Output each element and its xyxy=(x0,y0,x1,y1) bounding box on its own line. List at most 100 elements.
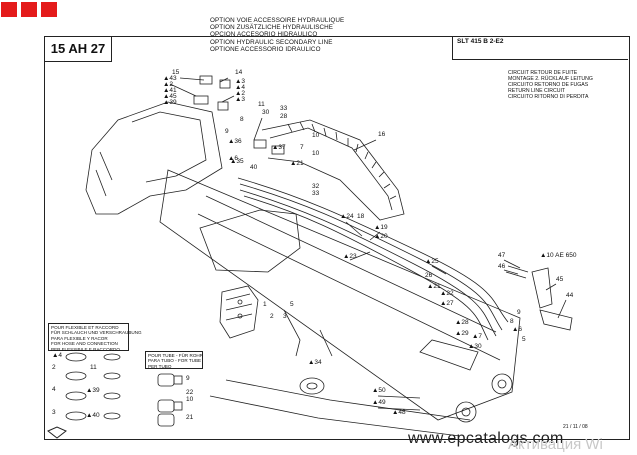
part-callout: ▲30 xyxy=(468,343,482,350)
note-line: CIRCUIT RETOUR DE FUITE xyxy=(508,70,578,76)
return-circuit-note: CIRCUIT RETOUR DE FUITE MONTAGE 2. RÜCKL… xyxy=(508,70,593,100)
part-callout: 2 xyxy=(270,313,274,320)
part-callout: 8 xyxy=(240,116,244,123)
part-callout: ▲27 xyxy=(440,300,454,307)
part-callout: ▲3 xyxy=(235,96,245,103)
part-callout: 1 xyxy=(263,301,267,308)
note-line: CIRCUITO RETORNO DE FUGAS xyxy=(508,82,589,89)
part-callout: ▲2 xyxy=(163,81,173,88)
part-callout: 3 xyxy=(52,409,56,416)
part-callout: ▲3 xyxy=(235,78,245,85)
part-callout: ▲4 xyxy=(52,352,62,359)
title-line: OPTIONE ACCESSORIO IDRAULICO xyxy=(210,45,321,53)
part-callout: 11 xyxy=(258,101,265,108)
part-callout: 10 xyxy=(312,132,320,139)
part-callout: ▲50 xyxy=(372,387,386,394)
part-callout: ▲2 xyxy=(235,90,245,97)
legend-line: POUR FLEXIBLE ET RACCORD xyxy=(51,325,119,330)
part-callout: 30 xyxy=(262,109,270,116)
title-line: OPTION HYDRAULIC SECONDARY LINE xyxy=(210,38,333,46)
part-callout: 11 xyxy=(90,364,97,371)
legend-line: PARA FLEXIBLE Y RACOR xyxy=(51,335,108,341)
note-line: RETURN LINE CIRCUIT xyxy=(508,88,566,95)
note-line: CIRCUITO RITORNO DI PERDITA xyxy=(508,94,589,101)
part-callout: ▲19 xyxy=(374,224,388,231)
part-callout: 18 xyxy=(357,213,365,220)
part-callout: 10 xyxy=(312,150,320,157)
diamond-arrow-icon[interactable] xyxy=(47,426,67,439)
part-callout: 2 xyxy=(52,364,56,371)
part-callout: ▲21 xyxy=(290,160,304,167)
part-callout: 9 xyxy=(517,309,521,316)
watermark-text: www.epcatalogs.com xyxy=(408,430,564,447)
part-callout: 21 xyxy=(186,414,194,421)
part-callout: 15 xyxy=(172,69,180,76)
model-label: SLT 415 B 2-E2 xyxy=(452,36,628,60)
part-callout: ▲45 xyxy=(163,93,177,100)
part-callout: 28 xyxy=(280,113,288,120)
header-divider xyxy=(112,36,452,37)
part-callout: 40 xyxy=(250,164,258,171)
part-callout: 8 xyxy=(510,318,514,325)
part-callout: 14 xyxy=(235,69,243,76)
tube-legend: POUR TUBE - FÜR ROHR PARA TUBO - FOR TUB… xyxy=(145,351,203,369)
part-callout: ▲6 xyxy=(512,326,522,333)
title-line: OPTION ZUSÄTZLICHE HYDRAULISCHE xyxy=(210,24,334,32)
part-callout: ▲43 xyxy=(163,75,177,82)
part-callout: 10 xyxy=(186,396,194,403)
page-code: 15 AH 27 xyxy=(44,36,112,62)
part-callout: ▲34 xyxy=(308,359,322,366)
legend-line: POUR TUBE - FÜR ROHR xyxy=(148,353,204,358)
part-callout: ▲4 xyxy=(235,84,245,91)
logo-square-3 xyxy=(41,2,57,17)
part-callout: 47 xyxy=(498,252,506,259)
title-line: OPTION VOIE ACCESSOIRE HYDRAULIQUE xyxy=(210,17,345,24)
part-callout: 46 xyxy=(498,263,506,270)
part-callout: ▲29 xyxy=(455,330,469,337)
part-callout: 4 xyxy=(52,386,56,393)
legend-line: FÜR SCHLAUCH UND VERSCHRAUBUNG xyxy=(51,330,142,336)
part-callout: ▲21 xyxy=(427,283,441,290)
part-callout: ▲40 xyxy=(86,412,100,419)
part-callout: 33 xyxy=(312,190,320,197)
part-callout: ▲39 xyxy=(86,387,100,394)
activation-notice: Активация Wi xyxy=(508,436,603,453)
part-callout: 16 xyxy=(378,131,386,138)
legend-line: PARA TUBO - FOR TUBE xyxy=(148,358,202,364)
part-callout: ▲48 xyxy=(392,409,406,416)
part-callout: ▲35 xyxy=(230,158,244,165)
part-callout: ▲24 xyxy=(340,213,354,220)
part-callout: ▲41 xyxy=(163,87,177,94)
logo-square-2 xyxy=(21,2,37,17)
title-line: OPCION ACCESORIO HIDRAULICO xyxy=(210,31,318,39)
part-callout: ▲36 xyxy=(228,138,242,145)
hose-legend: POUR FLEXIBLE ET RACCORD FÜR SCHLAUCH UN… xyxy=(48,323,142,352)
note-line: MONTAGE 2. RÜCKLAUF LEITUNG xyxy=(508,76,593,83)
logo-square-1 xyxy=(1,2,17,17)
part-callout: 22 xyxy=(186,389,194,396)
part-callout: 5 xyxy=(522,336,526,343)
part-callout: 5 xyxy=(290,301,294,308)
part-callout: ▲10 AE 650 xyxy=(540,252,577,259)
part-callout: 33 xyxy=(280,105,288,112)
legend-line: FOR HOSE AND CONNECTION xyxy=(51,341,118,347)
part-callout: ▲20 xyxy=(374,233,388,240)
part-callout: ▲25 xyxy=(425,258,439,265)
part-callout: 45 xyxy=(556,276,564,283)
document-title: OPTION VOIE ACCESSOIRE HYDRAULIQUE OPTIO… xyxy=(210,17,344,53)
revision-date: 21 / 11 / 08 xyxy=(563,424,588,430)
part-callout: 32 xyxy=(312,183,320,190)
part-callout: ▲7 xyxy=(472,333,482,340)
part-callout: ▲49 xyxy=(372,399,386,406)
part-callout: 44 xyxy=(566,292,574,299)
part-callout: 26 xyxy=(425,272,433,279)
part-callout: 9 xyxy=(186,375,190,382)
legend-line: PER FLESSIBILE E RACCORDO xyxy=(51,346,120,352)
part-callout: 7 xyxy=(300,144,304,151)
part-callout: ▲22 xyxy=(440,290,454,297)
part-callout: 9 xyxy=(225,128,229,135)
part-callout: ▲28 xyxy=(455,319,469,326)
part-callout: ▲39 xyxy=(163,99,177,106)
